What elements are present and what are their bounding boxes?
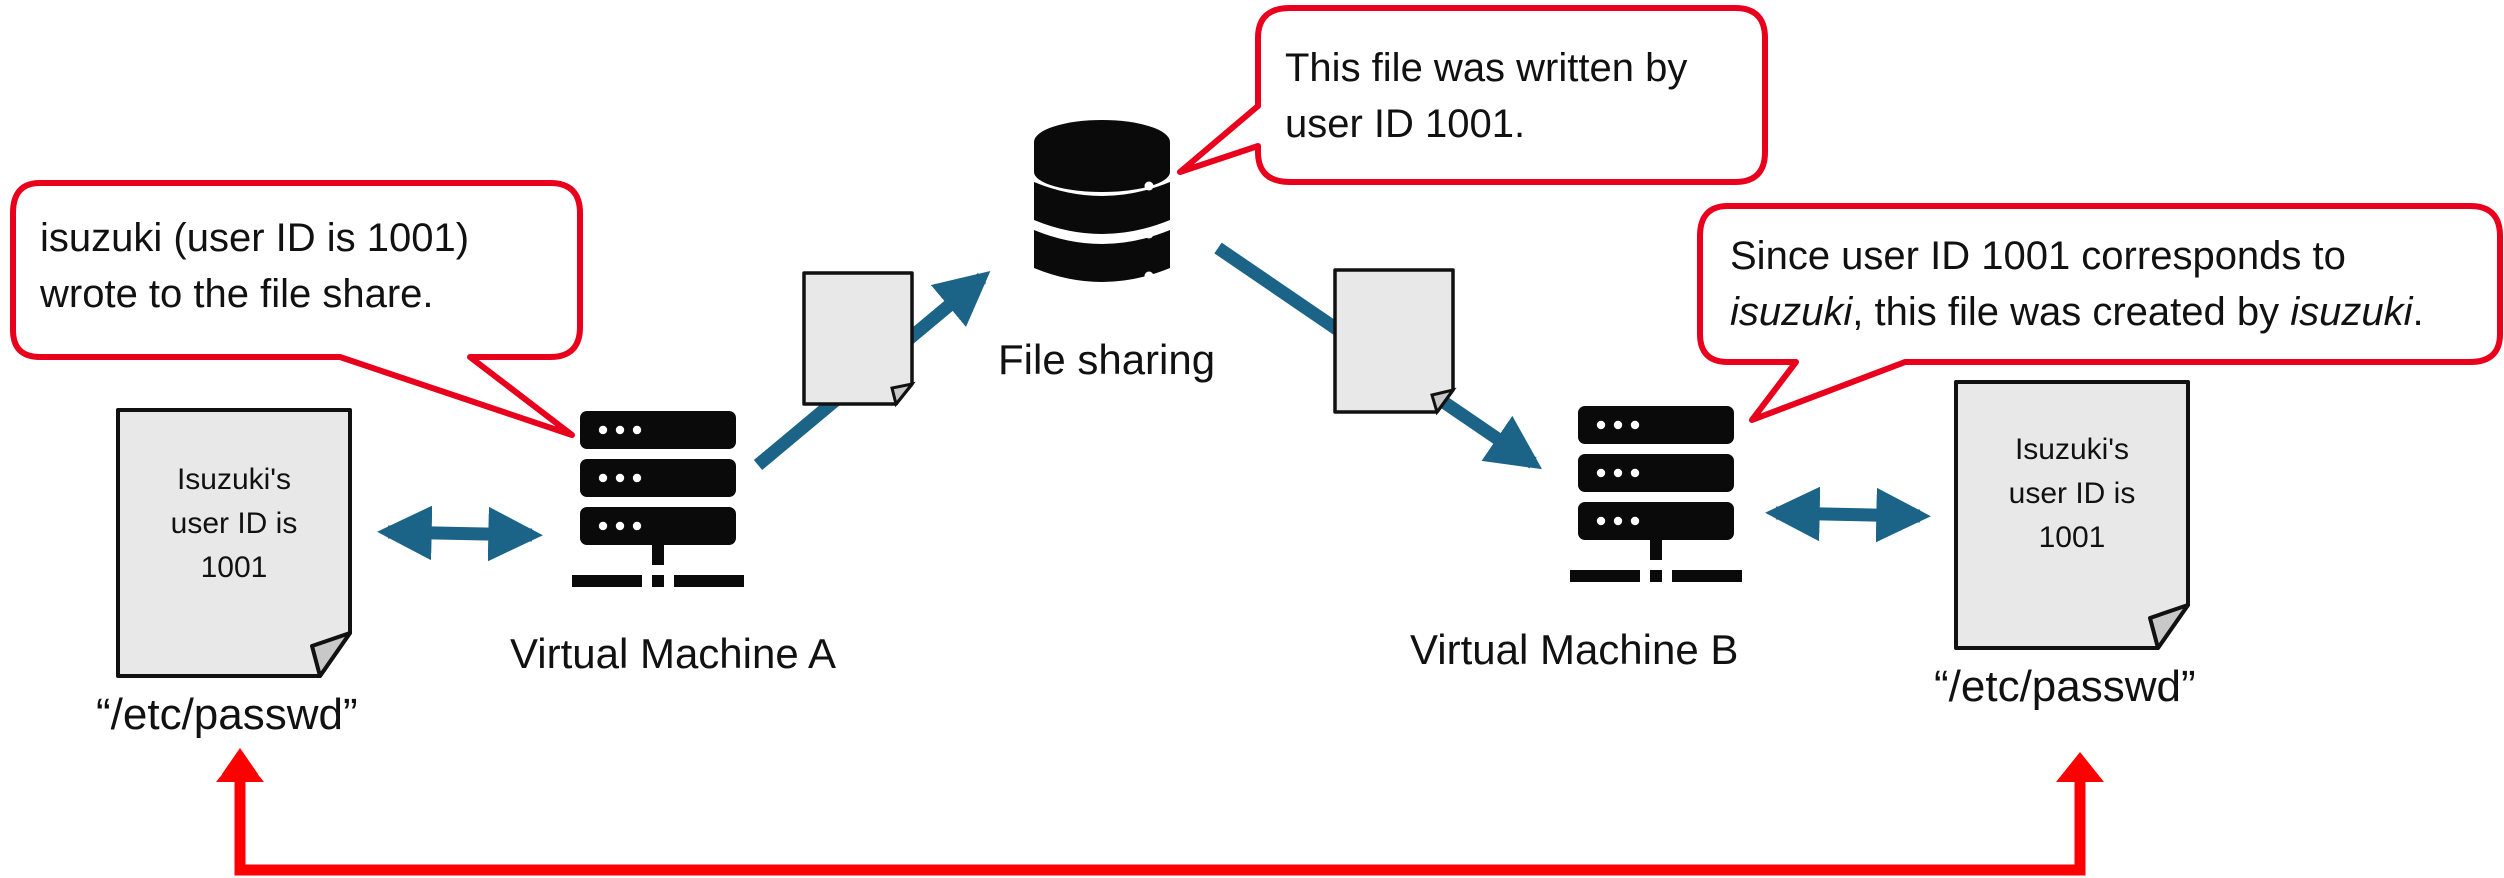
callout-vm-b-line2-end: .: [2412, 290, 2424, 334]
passwd-right-line2: user ID is: [2008, 477, 2136, 510]
callout-vm-b-username-1: isuzuki: [1730, 290, 1853, 334]
callout-vm-b-line2: isuzuki, this file was created by isuzuk…: [1730, 284, 2424, 340]
server-vm-a-icon: [572, 411, 744, 587]
vm-b-label: Virtual Machine B: [1410, 626, 1739, 673]
callout-vm-b-text: Since user ID 1001 corresponds to isuzuk…: [1730, 228, 2424, 340]
passwd-left-label: “/etc/passwd”: [96, 690, 358, 739]
callout-vm-a-text: isuzuki (user ID is 1001) wrote to the f…: [40, 210, 469, 322]
callout-file-share: [1177, 5, 1768, 185]
callout-vm-a: [10, 180, 583, 438]
passwd-left-line2: user ID is: [170, 507, 298, 540]
callout-file-share-line2: user ID 1001.: [1285, 102, 1526, 146]
file-in-transit-icon: [802, 271, 916, 408]
database-icon: [1034, 120, 1170, 282]
file-received-icon: [1333, 268, 1457, 416]
passwd-mapping-connector: [216, 748, 2104, 876]
callout-file-share-line1: This file was written by: [1285, 46, 1688, 90]
passwd-file-left-icon: [116, 408, 352, 678]
callout-file-share-text: This file was written by user ID 1001.: [1285, 40, 1687, 152]
callout-vm-b-line1: Since user ID 1001 corresponds to: [1730, 234, 2346, 278]
passwd-left-line3: 1001: [200, 551, 268, 584]
file-sharing-label: File sharing: [998, 336, 1216, 383]
callout-vm-a-line2: wrote to the file share.: [40, 272, 434, 316]
callout-vm-b-line2-middle: , this file was created by: [1852, 290, 2291, 334]
vm-a-label: Virtual Machine A: [510, 630, 837, 677]
callout-vm-a-line1: isuzuki (user ID is 1001): [40, 216, 470, 260]
callout-vm-b-username-2: isuzuki: [2290, 290, 2413, 334]
server-vm-b-icon: [1570, 406, 1742, 582]
arrow-left-doc-vm-a: [377, 505, 543, 562]
passwd-file-right-icon: [1954, 380, 2190, 650]
callout-vm-b: [1697, 203, 2503, 423]
passwd-right-content: Isuzuki's user ID is 1001: [1956, 428, 2188, 560]
passwd-right-line1: Isuzuki's: [2014, 433, 2130, 466]
arrow-vm-b-right-doc: [1765, 486, 1931, 543]
passwd-left-line1: Isuzuki's: [176, 463, 292, 496]
passwd-left-content: Isuzuki's user ID is 1001: [118, 458, 350, 590]
passwd-right-line3: 1001: [2038, 521, 2106, 554]
passwd-right-label: “/etc/passwd”: [1934, 662, 2196, 711]
